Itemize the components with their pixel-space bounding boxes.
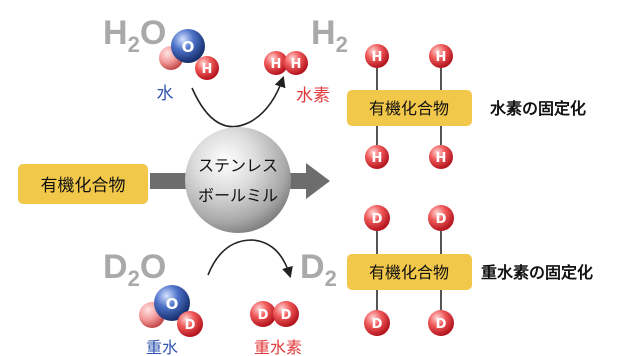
product-h-atom-1-icon bbox=[365, 44, 389, 68]
water-hydrogen-label: H bbox=[202, 62, 213, 77]
heavy-water-oxygen-label: O bbox=[166, 295, 179, 313]
product-h-box bbox=[347, 90, 472, 126]
deuterium-molecule: D D bbox=[250, 301, 299, 327]
main-arrow-head bbox=[306, 163, 330, 199]
bottom-reaction-arrow bbox=[207, 239, 293, 279]
h2-atom-1-icon bbox=[264, 51, 288, 75]
d2-atom-2-label: D bbox=[281, 308, 292, 323]
product-h-atom-3: H bbox=[372, 151, 383, 166]
heavy-water-formula: D2O bbox=[103, 248, 166, 291]
water-hydrogen-atom-icon bbox=[195, 56, 219, 80]
product-h-structure: 有機化合物 H H H H bbox=[347, 44, 472, 169]
heavy-water-label: 重水 bbox=[146, 338, 178, 356]
product-d-atom-2: D bbox=[436, 212, 447, 227]
product-d-atom-4: D bbox=[436, 317, 447, 332]
deuterium-label: 重水素 bbox=[254, 338, 302, 356]
product-d-atom-2-icon bbox=[428, 205, 454, 231]
product-d-atom-1-icon bbox=[364, 205, 390, 231]
h2-atom-1-label: H bbox=[271, 57, 282, 72]
d2-atom-1-icon bbox=[250, 301, 276, 327]
water-oxygen-label: O bbox=[182, 38, 195, 56]
hydrogen-label: 水素 bbox=[296, 86, 330, 106]
heavy-water-deuterium-atom-icon bbox=[177, 311, 203, 337]
hydrogen-molecule: H H bbox=[264, 51, 308, 75]
product-h-atom-2: H bbox=[436, 50, 447, 65]
heavy-water-deuterium-label: D bbox=[185, 318, 196, 333]
h2-atom-2-icon bbox=[284, 51, 308, 75]
product-d-label: 有機化合物 bbox=[369, 263, 449, 282]
product-d-structure: 有機化合物 D D D D bbox=[347, 205, 472, 336]
heavy-water-oxygen-atom-icon bbox=[154, 285, 190, 321]
ball-mill-line1: ステンレス bbox=[198, 156, 278, 175]
product-h-atom-1: H bbox=[372, 50, 383, 65]
product-d-atom-4-icon bbox=[428, 310, 454, 336]
d2-atom-2-icon bbox=[273, 301, 299, 327]
product-h-label: 有機化合物 bbox=[369, 99, 449, 118]
product-d-box bbox=[347, 254, 472, 290]
d2-atom-1-label: D bbox=[258, 308, 269, 323]
product-h-atom-2-icon bbox=[429, 44, 453, 68]
top-reaction-arrow bbox=[191, 75, 286, 128]
product-d-atom-3-icon bbox=[364, 310, 390, 336]
hydrogen-formula: H2 bbox=[311, 14, 348, 57]
product-h-atom-4: H bbox=[436, 151, 447, 166]
product-h-atom-3-icon bbox=[365, 145, 389, 169]
product-d-atom-3: D bbox=[372, 317, 383, 332]
product-h-atom-4-icon bbox=[429, 145, 453, 169]
product-d-caption: 重水素の固定化 bbox=[481, 263, 593, 282]
input-compound-box bbox=[18, 164, 148, 204]
water-formula: H2O bbox=[103, 14, 166, 57]
ball-mill-line2: ボールミル bbox=[198, 186, 278, 205]
deuterium-formula: D2 bbox=[300, 248, 337, 291]
product-d-atom-1: D bbox=[372, 212, 383, 227]
water-oxygen-atom-icon bbox=[171, 29, 205, 63]
product-h-caption: 水素の固定化 bbox=[490, 99, 586, 118]
water-molecule: O H bbox=[159, 29, 219, 80]
heavy-water-molecule: O D bbox=[139, 285, 203, 337]
input-compound-label: 有機化合物 bbox=[41, 176, 126, 196]
h2-atom-2-label: H bbox=[291, 57, 302, 72]
water-label: 水 bbox=[157, 84, 174, 104]
ball-mill-sphere-icon bbox=[185, 127, 291, 233]
